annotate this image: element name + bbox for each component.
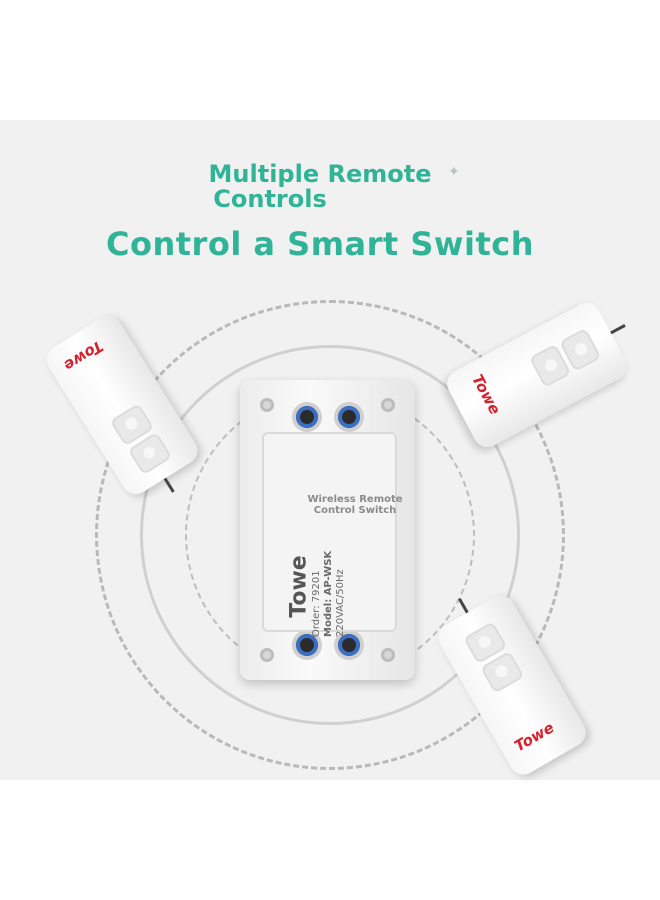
order-label: Order: 79201	[311, 570, 322, 637]
model-label: Model: AP-WSK	[323, 550, 334, 637]
terminal-screw-icon	[296, 634, 318, 656]
terminal-screw-icon	[338, 634, 360, 656]
device-brand-logo: Towe	[286, 555, 312, 618]
mount-hole-icon	[381, 398, 395, 412]
terminal-screw-icon	[296, 406, 318, 428]
device-label-panel: Order: 79201 Model: AP-WSK 220VAC/50Hz T…	[262, 432, 397, 637]
smart-switch-device: Order: 79201 Model: AP-WSK 220VAC/50Hz T…	[240, 380, 415, 680]
remote-logo: Towe	[511, 718, 558, 756]
inner-solid-ring	[140, 345, 520, 725]
watermark-text: Wireless Remote Control Switch	[307, 494, 403, 516]
outer-dashed-ring	[95, 300, 565, 770]
headline-line-1: Multiple Remote	[208, 160, 432, 188]
headline-line-2: Controls	[213, 185, 327, 213]
sparkle-icon: ✦	[448, 164, 460, 180]
mount-hole-icon	[260, 648, 274, 662]
mount-hole-icon	[381, 648, 395, 662]
terminal-screw-icon	[338, 406, 360, 428]
rating-label: 220VAC/50Hz	[335, 569, 346, 637]
remote-logo: Towe	[60, 337, 107, 375]
headline-main: Control a Smart Switch	[106, 225, 534, 263]
device-label-text: Order: 79201 Model: AP-WSK 220VAC/50Hz	[311, 427, 347, 637]
remote-logo: Towe	[468, 371, 505, 418]
mount-hole-icon	[260, 398, 274, 412]
